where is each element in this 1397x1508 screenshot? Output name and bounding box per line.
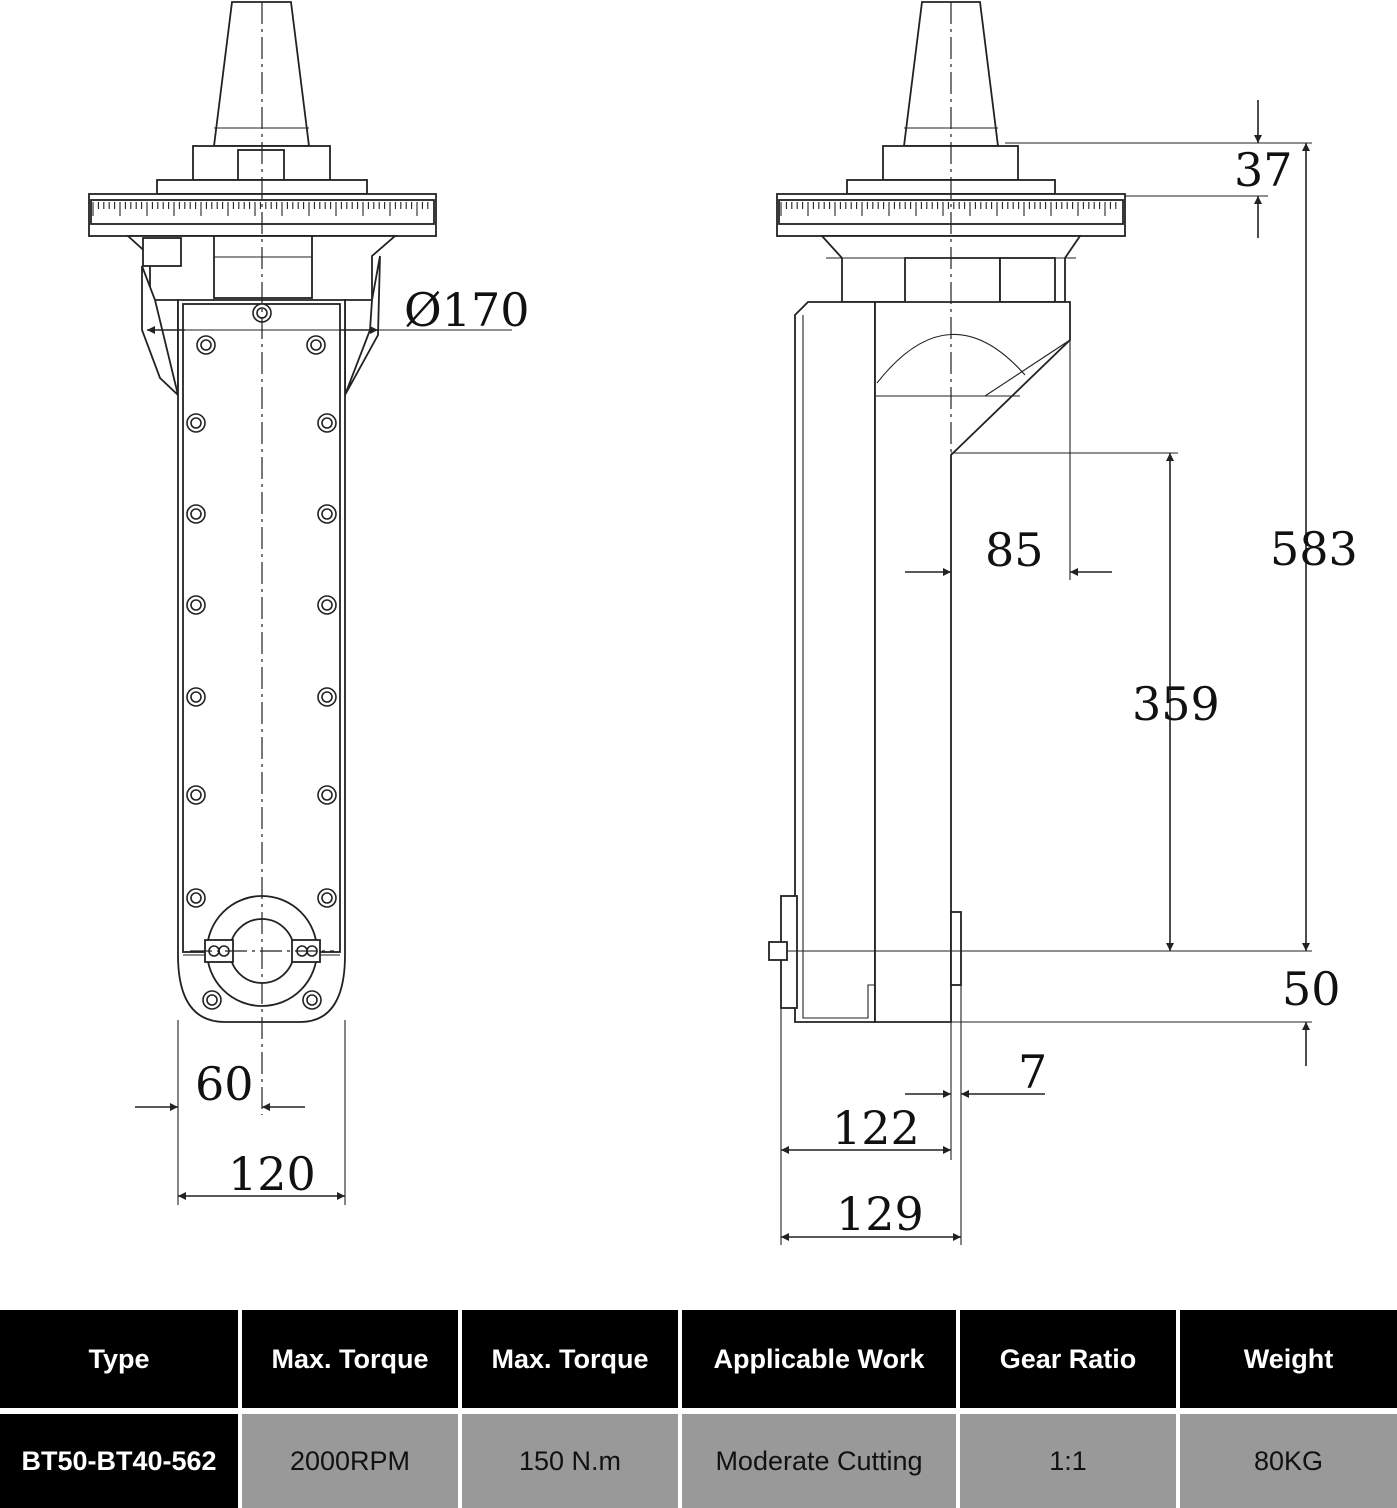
dimension-side-total-height: 583 [1270, 522, 1358, 576]
header-type: Type [0, 1310, 240, 1412]
header-gear-ratio: Gear Ratio [956, 1310, 1178, 1412]
dimension-side-bottom-height: 50 [1282, 962, 1341, 1016]
bolt [321, 417, 333, 429]
bolt [321, 892, 333, 904]
dimension-front-half-width: 60 [195, 1057, 254, 1111]
spec-table: Type Max. Torque Max. Torque Applicable … [0, 1310, 1397, 1508]
bolt [310, 339, 322, 351]
bolt [321, 508, 333, 520]
spec-table-header-row: Type Max. Torque Max. Torque Applicable … [0, 1310, 1397, 1412]
dimension-side-inner-height: 359 [1132, 677, 1220, 731]
bolt [190, 599, 202, 611]
cell-gear-ratio: 1:1 [956, 1408, 1178, 1508]
dimension-front-width: 120 [228, 1147, 316, 1201]
technical-drawing: Ø170 60 120 [88, 1, 1358, 1245]
side-view: 37 583 85 359 50 7 122 129 [768, 1, 1358, 1245]
side-scale-ticks [780, 202, 1117, 216]
front-view: Ø170 60 120 [88, 1, 530, 1205]
cell-max-torque: 150 N.m [458, 1408, 680, 1508]
bolt [190, 417, 202, 429]
bolt [206, 994, 218, 1006]
cell-type: BT50-BT40-562 [0, 1408, 240, 1508]
bolt [321, 599, 333, 611]
bolt [321, 789, 333, 801]
dimension-side-top-height: 37 [1234, 143, 1293, 197]
bolt [190, 892, 202, 904]
bolt [200, 339, 212, 351]
table-row: BT50-BT40-562 2000RPM 150 N.m Moderate C… [0, 1408, 1397, 1508]
dimension-side-width-outer: 129 [836, 1187, 924, 1241]
dimension-side-gap: 7 [1018, 1045, 1047, 1099]
header-max-torque-speed: Max. Torque [238, 1310, 460, 1412]
side-brace [874, 301, 1071, 1023]
bolt [321, 691, 333, 703]
header-applicable-work: Applicable Work [678, 1310, 958, 1412]
dimension-side-width-inner: 122 [832, 1101, 920, 1155]
cell-max-torque-speed: 2000RPM [238, 1408, 460, 1508]
header-max-torque: Max. Torque [458, 1310, 680, 1412]
bolt [190, 691, 202, 703]
bolt [190, 508, 202, 520]
cell-weight: 80KG [1176, 1408, 1397, 1508]
dimension-diameter: Ø170 [404, 283, 530, 337]
front-scale-ticks [92, 202, 429, 216]
bolt [190, 789, 202, 801]
dimension-side-offset: 85 [985, 523, 1044, 577]
bolt [306, 994, 318, 1006]
front-bolts [186, 303, 337, 1010]
cell-applicable-work: Moderate Cutting [678, 1408, 958, 1508]
header-weight: Weight [1176, 1310, 1397, 1412]
side-column [794, 301, 876, 1023]
